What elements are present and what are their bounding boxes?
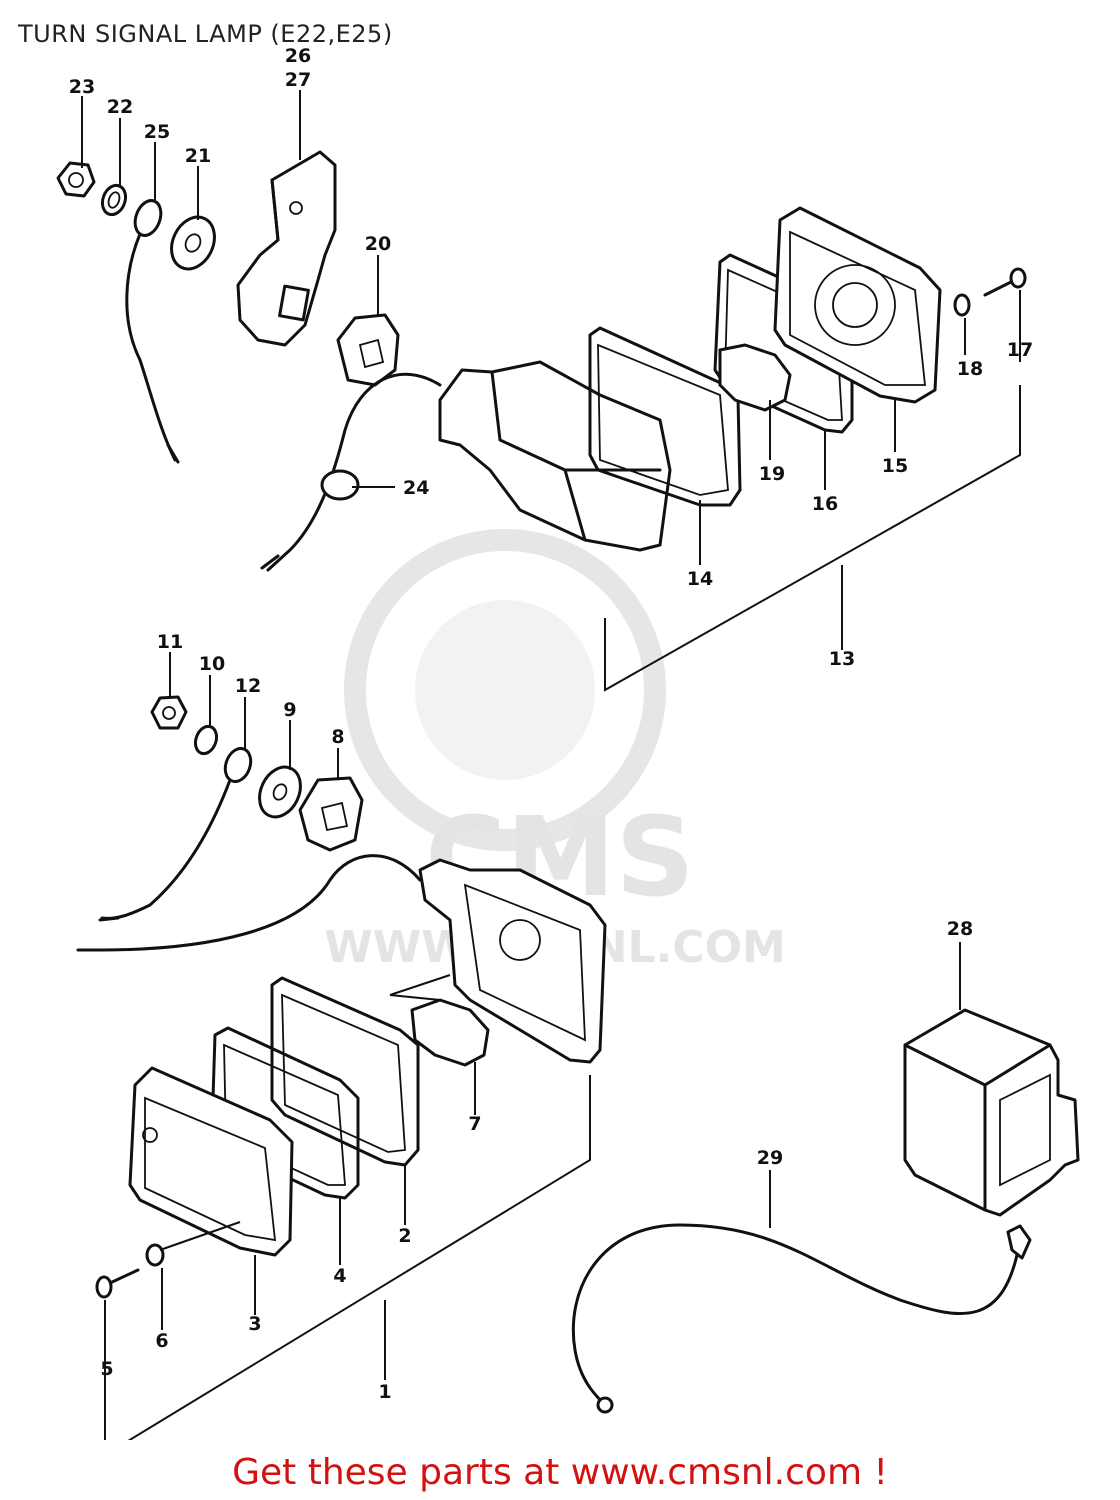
part-25-ground-lead[interactable]: [125, 197, 180, 464]
callout-27[interactable]: 27: [285, 69, 311, 91]
exploded-parts-diagram: CMS WWW.CMSNL.COM: [56, 45, 1080, 1440]
part-10-washer[interactable]: [192, 723, 220, 756]
callout-12[interactable]: 12: [235, 675, 261, 697]
part-14-gasket[interactable]: [588, 326, 742, 507]
part-18-washer[interactable]: [953, 293, 971, 317]
part-12-ground-lead[interactable]: [98, 745, 255, 922]
leader-lines-lower: [104, 652, 591, 1440]
callout-1[interactable]: 1: [378, 1381, 391, 1403]
part-26-27-bracket[interactable]: [236, 150, 337, 347]
diagram-title: TURN SIGNAL LAMP (E22,E25): [18, 20, 393, 48]
part-3-lens[interactable]: [128, 1066, 294, 1257]
callout-20[interactable]: 20: [365, 233, 391, 255]
part-23-nut[interactable]: [56, 161, 96, 198]
callout-labels: 23 22 25 21 26 27 20 24 14 19 16 15 18 1…: [69, 45, 1033, 1403]
callout-26[interactable]: 26: [285, 45, 311, 67]
part-15-lens[interactable]: [773, 206, 942, 404]
callout-4[interactable]: 4: [333, 1265, 346, 1287]
part-28-relay[interactable]: [903, 1008, 1080, 1217]
callout-3[interactable]: 3: [248, 1313, 261, 1335]
leader-lines-relay: [769, 942, 961, 1228]
callout-23[interactable]: 23: [69, 76, 95, 98]
callout-5[interactable]: 5: [100, 1358, 113, 1380]
callout-17[interactable]: 17: [1007, 339, 1033, 361]
lower-lamp-wire[interactable]: [76, 854, 422, 952]
callout-22[interactable]: 22: [107, 96, 133, 118]
callout-24[interactable]: 24: [403, 477, 429, 499]
callout-29[interactable]: 29: [757, 1147, 783, 1169]
part-22-washer[interactable]: [99, 182, 130, 218]
part-6-washer[interactable]: [145, 1243, 165, 1267]
callout-8[interactable]: 8: [331, 726, 344, 748]
callout-21[interactable]: 21: [185, 145, 211, 167]
part-20-grommet[interactable]: [336, 313, 400, 387]
callout-28[interactable]: 28: [947, 918, 973, 940]
part-19-bulb[interactable]: [718, 343, 792, 412]
part-17-screw[interactable]: [983, 267, 1027, 297]
part-29-wire[interactable]: [571, 1223, 1032, 1414]
callout-2[interactable]: 2: [398, 1225, 411, 1247]
part-11-nut[interactable]: [150, 695, 188, 730]
footer-link[interactable]: Get these parts at www.cmsnl.com !: [232, 1452, 888, 1493]
part-housing-lower[interactable]: [418, 858, 607, 1064]
callout-9[interactable]: 9: [283, 699, 296, 721]
part-9-washer[interactable]: [252, 760, 308, 823]
part-7-bulb[interactable]: [389, 974, 490, 1067]
callout-19[interactable]: 19: [759, 463, 785, 485]
callout-15[interactable]: 15: [882, 455, 908, 477]
callout-6[interactable]: 6: [155, 1330, 168, 1352]
part-14-housing[interactable]: [438, 360, 672, 552]
callout-18[interactable]: 18: [957, 358, 983, 380]
callout-25[interactable]: 25: [144, 121, 170, 143]
part-5-screw[interactable]: [95, 1268, 140, 1299]
part-24-wire[interactable]: [260, 372, 442, 572]
callout-13[interactable]: 13: [829, 648, 855, 670]
callout-10[interactable]: 10: [199, 653, 225, 675]
part-2-gasket[interactable]: [270, 976, 420, 1167]
callout-11[interactable]: 11: [157, 631, 183, 653]
part-21-washer[interactable]: [163, 210, 222, 276]
callout-14[interactable]: 14: [687, 568, 713, 590]
callout-7[interactable]: 7: [468, 1113, 481, 1135]
callout-16[interactable]: 16: [812, 493, 838, 515]
leader-lines-upper: [81, 90, 1021, 692]
part-8-grommet[interactable]: [298, 776, 364, 852]
